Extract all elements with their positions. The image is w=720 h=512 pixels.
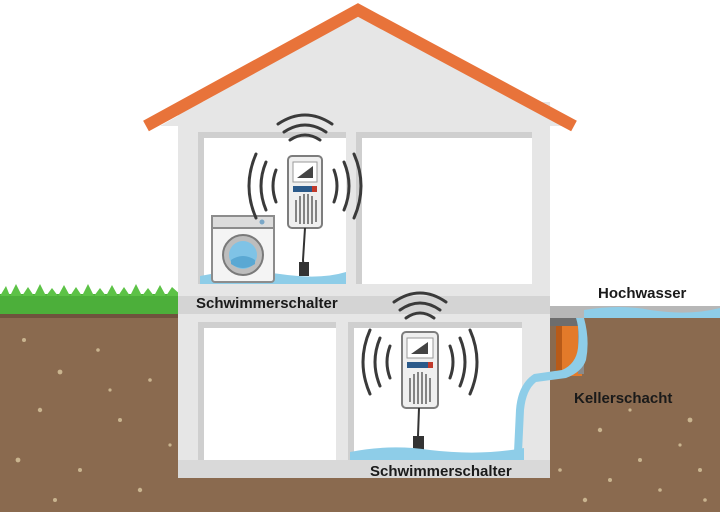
alarm-device-icon xyxy=(287,155,323,276)
flood-water-surface xyxy=(584,307,720,318)
soil-speckles xyxy=(15,338,707,503)
label-basement-shaft: Kellerschacht xyxy=(574,390,672,407)
label-flood-water: Hochwasser xyxy=(598,285,687,302)
float-sensor-icon xyxy=(299,262,309,276)
label-float-switch-upper: Schwimmerschalter xyxy=(196,295,338,312)
signal-waves-icon xyxy=(361,291,479,396)
float-sensor-icon xyxy=(413,436,424,450)
floor-slab xyxy=(178,296,550,314)
room-lower-left xyxy=(198,322,336,460)
roof xyxy=(143,3,577,132)
signal-waves-icon xyxy=(247,113,363,220)
house-gable xyxy=(160,14,562,126)
grass xyxy=(0,284,182,314)
basement-floor xyxy=(178,460,550,478)
label-float-switch-lower: Schwimmerschalter xyxy=(370,463,512,480)
alarm-device-icon xyxy=(401,331,439,450)
water-inflow xyxy=(514,318,588,452)
room-upper-right xyxy=(356,132,532,284)
washing-machine-icon xyxy=(211,215,275,283)
water-lower-floor xyxy=(350,447,524,460)
house xyxy=(143,3,577,478)
